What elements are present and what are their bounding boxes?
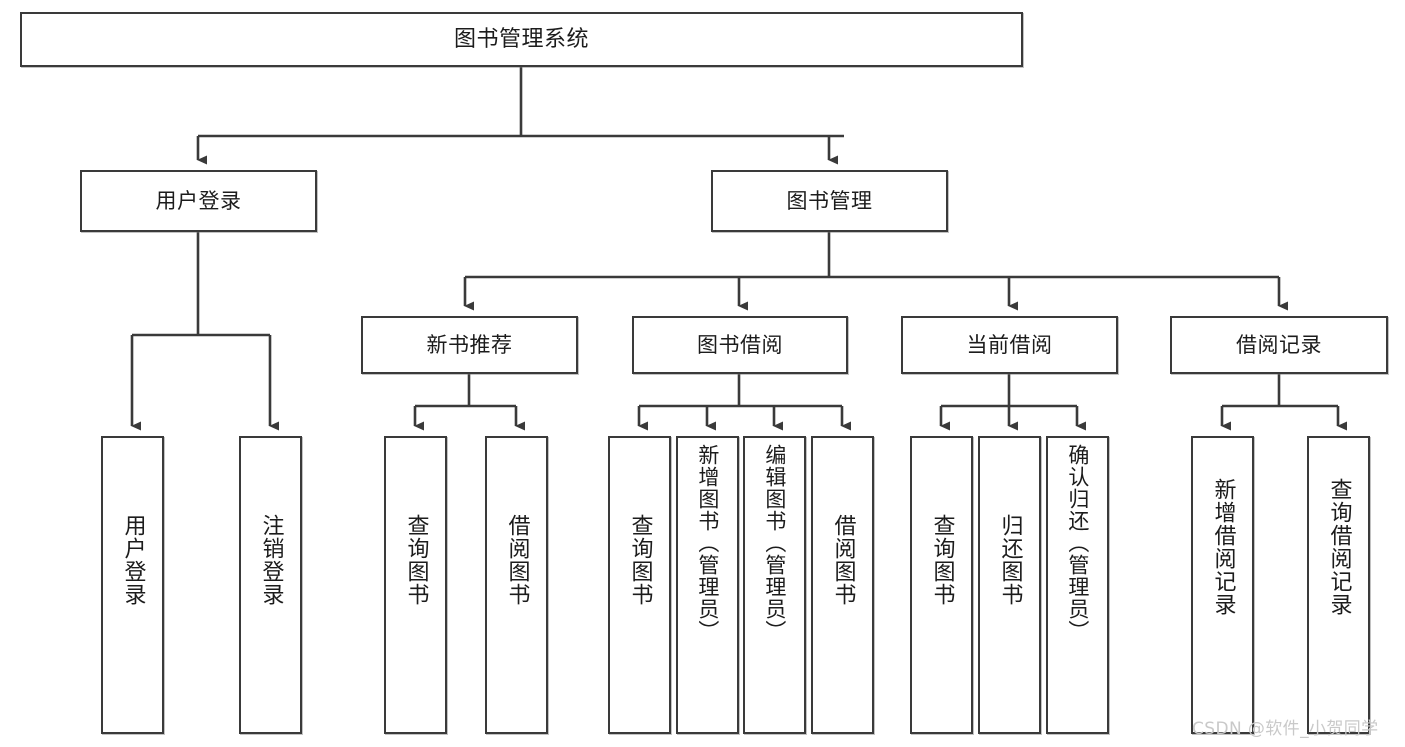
leaf-current-query-book[interactable]: 查询图书: [910, 436, 973, 734]
node-label: 归还图书: [997, 514, 1023, 606]
node-book-borrow[interactable]: 图书借阅: [632, 316, 848, 374]
node-label: 新增图书（管理员）: [695, 444, 720, 642]
leaf-user-login-login[interactable]: 用户登录: [101, 436, 164, 734]
node-label: 借阅图书: [504, 514, 530, 606]
node-label: 当前借阅: [966, 332, 1053, 357]
node-new-book-recommend[interactable]: 新书推荐: [361, 316, 578, 374]
leaf-current-confirm-return-admin[interactable]: 确认归还（管理员）: [1046, 436, 1109, 734]
node-user-login[interactable]: 用户登录: [80, 170, 317, 232]
node-borrow-record[interactable]: 借阅记录: [1170, 316, 1388, 374]
node-label: 新增借阅记录: [1210, 478, 1236, 616]
node-label: 借阅图书: [830, 514, 856, 606]
leaf-new-book-query[interactable]: 查询图书: [384, 436, 447, 734]
node-label: 图书借阅: [697, 332, 783, 357]
node-label: 图书管理系统: [453, 26, 589, 52]
node-label: 查询图书: [403, 514, 429, 606]
node-label: 注销登录: [258, 514, 284, 606]
node-label: 用户登录: [120, 514, 146, 606]
leaf-user-login-logout[interactable]: 注销登录: [239, 436, 302, 734]
node-label: 用户登录: [155, 188, 242, 213]
leaf-borrow-query-book[interactable]: 查询图书: [608, 436, 671, 734]
node-label: 编辑图书（管理员）: [762, 444, 787, 642]
leaf-borrow-borrow-book[interactable]: 借阅图书: [811, 436, 874, 734]
node-label: 图书管理: [786, 188, 873, 213]
leaf-borrow-edit-book-admin[interactable]: 编辑图书（管理员）: [743, 436, 806, 734]
node-label: 查询图书: [929, 514, 955, 606]
node-current-borrow[interactable]: 当前借阅: [901, 316, 1118, 374]
csdn-watermark: CSDN @软件_小贺同学: [1192, 719, 1379, 739]
node-book-management[interactable]: 图书管理: [711, 170, 948, 232]
node-label: 确认归还（管理员）: [1065, 444, 1090, 642]
leaf-record-query-record[interactable]: 查询借阅记录: [1307, 436, 1370, 734]
node-label: 借阅记录: [1236, 332, 1322, 357]
leaf-current-return-book[interactable]: 归还图书: [978, 436, 1041, 734]
node-label: 查询借阅记录: [1326, 478, 1352, 616]
node-label: 新书推荐: [426, 332, 513, 357]
leaf-new-book-borrow[interactable]: 借阅图书: [485, 436, 548, 734]
leaf-borrow-add-book-admin[interactable]: 新增图书（管理员）: [676, 436, 739, 734]
leaf-record-add-record[interactable]: 新增借阅记录: [1191, 436, 1254, 734]
node-root-library-system[interactable]: 图书管理系统: [20, 12, 1023, 67]
node-label: 查询图书: [627, 514, 653, 606]
